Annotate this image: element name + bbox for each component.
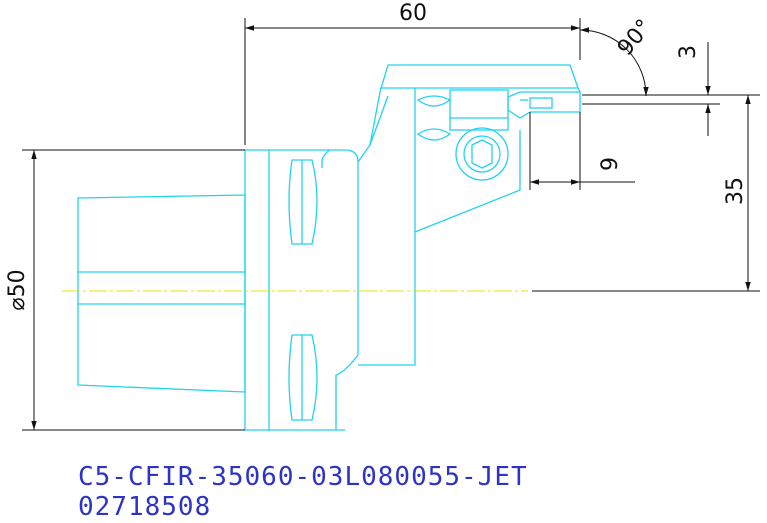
dimension-lines — [22, 18, 760, 431]
diameter-dimension-label: ⌀50 — [5, 269, 30, 310]
part-outline — [77, 64, 581, 431]
height-dimension-label: 35 — [723, 177, 748, 205]
part-code: C5-CFIR-35060-03L080055-JET — [78, 462, 528, 492]
angle-dimension-label: 90° — [613, 15, 657, 61]
width-dimension-label: 9 — [598, 157, 623, 171]
offset-dimension-label: 3 — [676, 45, 701, 59]
length-dimension-label: 60 — [399, 1, 427, 26]
part-number: 02718508 — [78, 492, 212, 522]
